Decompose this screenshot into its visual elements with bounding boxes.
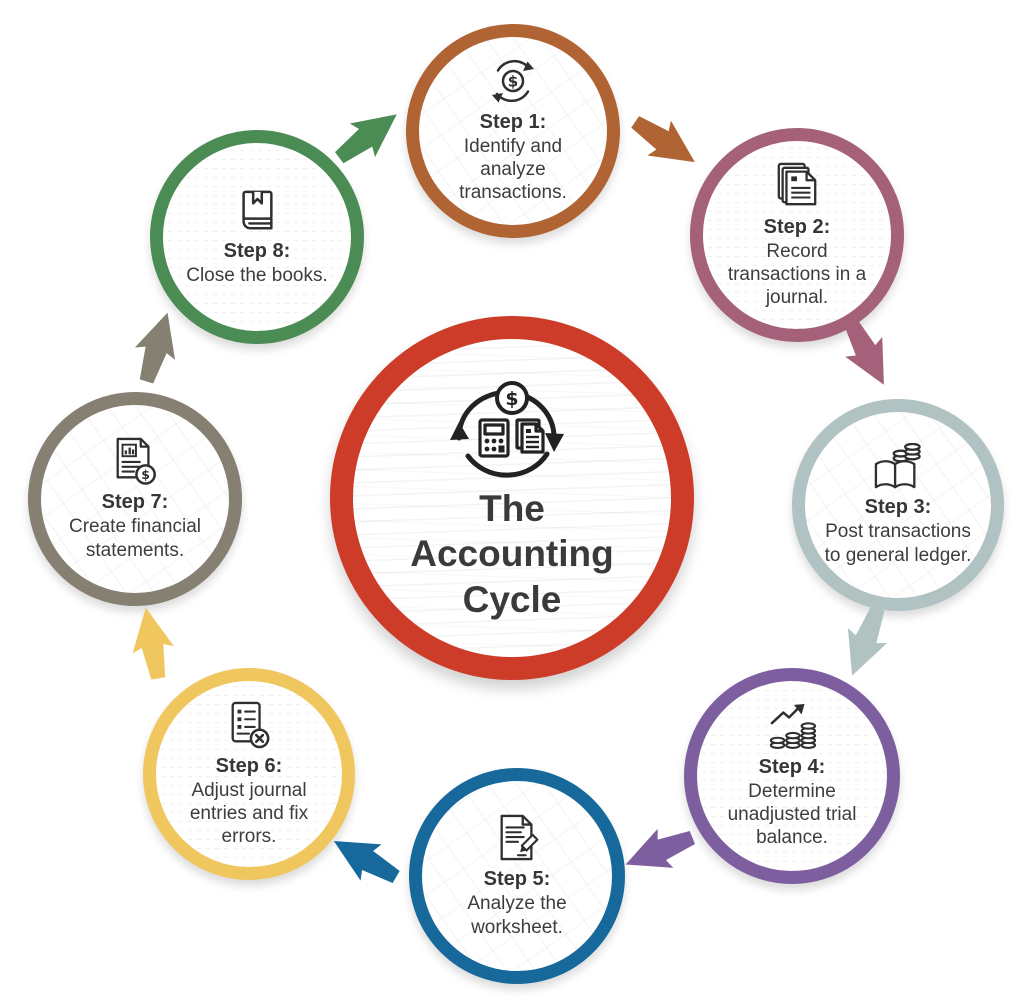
step-1-description: Identify and analyze transactions. bbox=[459, 135, 567, 204]
arrow-step8-to-step1 bbox=[335, 114, 397, 164]
accounting-cycle-icon: $ bbox=[442, 374, 582, 478]
arrow-step3-to-step4 bbox=[847, 605, 888, 676]
step-2-description: Record transactions in a journal. bbox=[727, 240, 867, 309]
step-3-description: Post transactions to general ledger. bbox=[824, 521, 972, 566]
document-error-icon bbox=[226, 700, 272, 750]
arrow-step1-to-step2 bbox=[631, 116, 695, 163]
step-4-circle: Step 4: Determine unadjusted trial balan… bbox=[684, 668, 900, 884]
step-3-circle: Step 3: Post transactions to general led… bbox=[792, 399, 1004, 611]
step-3-label: Step 3: bbox=[864, 496, 932, 519]
arrow-step7-to-step8 bbox=[134, 312, 176, 384]
step-6-circle: Step 6: Adjust journal entries and fix e… bbox=[143, 668, 355, 880]
step-6-description: Adjust journal entries and fix errors. bbox=[189, 779, 309, 848]
arrow-step4-to-step5 bbox=[625, 828, 696, 868]
step-5-circle: Step 5: Analyze the worksheet. bbox=[409, 768, 625, 984]
center-circle: $ bbox=[330, 316, 694, 680]
step-5-description: Analyze the worksheet. bbox=[467, 893, 567, 938]
step-7-description: Create financial statements. bbox=[68, 516, 202, 561]
step-8-label: Step 8: bbox=[223, 239, 291, 262]
closed-book-icon bbox=[235, 187, 279, 235]
svg-text:$: $ bbox=[508, 72, 518, 90]
step-7-label: Step 7: bbox=[101, 491, 169, 514]
step-4-description: Determine unadjusted trial balance. bbox=[727, 780, 857, 849]
arrow-step2-to-step3 bbox=[843, 317, 884, 385]
journal-papers-icon bbox=[774, 161, 820, 211]
financial-statement-icon: $ bbox=[111, 436, 159, 486]
step-1-label: Step 1: bbox=[479, 110, 547, 133]
step-2-circle: Step 2: Record transactions in a journal… bbox=[690, 128, 904, 342]
worksheet-pencil-icon bbox=[494, 813, 540, 863]
ledger-book-coins-icon bbox=[871, 443, 925, 491]
step-1-circle: $ Step 1: Identify and analyze transacti… bbox=[406, 24, 620, 238]
coin-chart-icon bbox=[767, 703, 817, 751]
arrow-step6-to-step7 bbox=[132, 607, 174, 680]
arrow-step5-to-step6 bbox=[333, 841, 400, 884]
step-2-label: Step 2: bbox=[763, 215, 831, 238]
step-5-label: Step 5: bbox=[483, 868, 551, 891]
svg-text:$: $ bbox=[141, 468, 150, 483]
diagram-title: The Accounting Cycle bbox=[410, 488, 614, 620]
dollar-cycle-icon: $ bbox=[487, 58, 539, 106]
step-8-description: Close the books. bbox=[186, 264, 328, 286]
step-7-circle: $ Step 7: Create financial statements. bbox=[28, 392, 242, 606]
step-4-label: Step 4: bbox=[758, 755, 826, 778]
step-8-circle: Step 8: Close the books. bbox=[150, 130, 364, 344]
svg-text:$: $ bbox=[505, 388, 518, 410]
step-6-label: Step 6: bbox=[215, 754, 283, 777]
